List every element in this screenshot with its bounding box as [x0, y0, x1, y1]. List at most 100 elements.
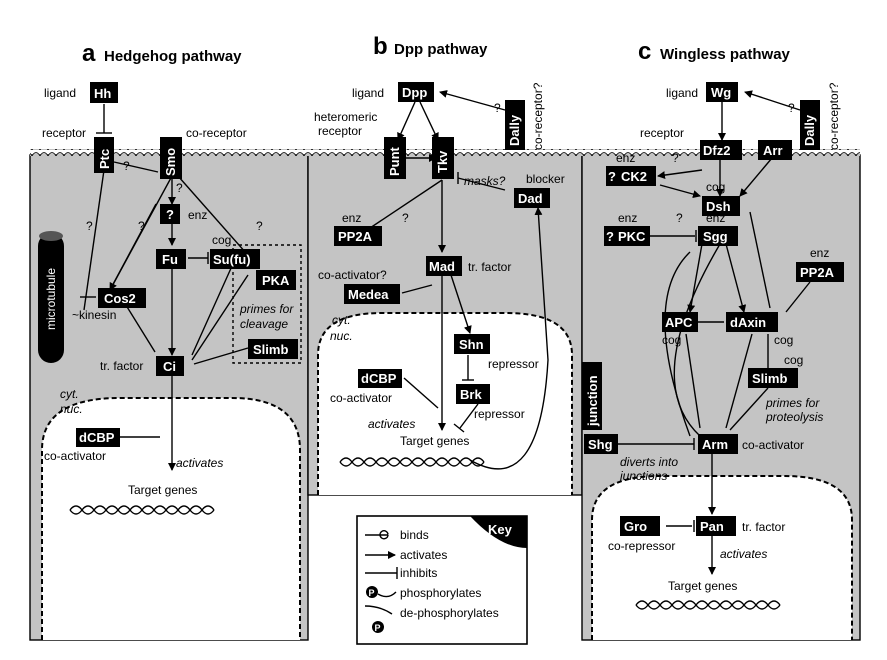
key-dephosphorylates: de-phosphorylates	[400, 606, 499, 620]
svg-text:Target genes: Target genes	[668, 579, 737, 593]
svg-text:Slimb: Slimb	[253, 342, 288, 357]
svg-text:?: ?	[138, 219, 145, 233]
node-sgg: Sgg	[698, 226, 738, 246]
svg-text:?: ?	[676, 211, 683, 225]
svg-text:?: ?	[123, 159, 130, 173]
svg-text:Target genes: Target genes	[128, 483, 197, 497]
svg-text:Brk: Brk	[460, 387, 482, 402]
svg-text:Dsh: Dsh	[706, 199, 731, 214]
svg-text:Medea: Medea	[348, 287, 389, 302]
svg-text:microtubule: microtubule	[44, 268, 58, 330]
svg-text:P: P	[369, 588, 375, 598]
svg-text:Wg: Wg	[711, 85, 731, 100]
key-binds: binds	[400, 528, 429, 542]
svg-text:enz: enz	[706, 211, 725, 225]
svg-text:?: ?	[256, 219, 263, 233]
svg-text:CK2: CK2	[621, 169, 647, 184]
svg-text:?: ?	[86, 219, 93, 233]
svg-text:?: ?	[788, 101, 795, 115]
node-slimb-a: Slimb	[248, 339, 298, 359]
node-punt: Punt	[384, 137, 406, 179]
svg-text:Su(fu): Su(fu)	[213, 252, 251, 267]
svg-text:receptor: receptor	[318, 124, 362, 138]
node-fu: Fu	[156, 249, 186, 269]
node-dfz2: Dfz2	[700, 140, 742, 160]
svg-text:cog: cog	[784, 353, 803, 367]
svg-text:primes for: primes for	[239, 302, 294, 316]
svg-text:enz: enz	[618, 211, 637, 225]
svg-text:cog: cog	[212, 233, 231, 247]
svg-text:nuc.: nuc.	[330, 329, 353, 343]
svg-text:dCBP: dCBP	[361, 371, 397, 386]
svg-text:Dally: Dally	[507, 114, 522, 146]
panel-a: Hh Ptc Smo ? Fu Su(fu) Cos2 PKA Slimb Ci…	[38, 82, 302, 515]
svg-text:ligand: ligand	[352, 86, 384, 100]
node-smo: Smo	[160, 137, 182, 179]
panel-b-title: Dpp pathway	[394, 41, 488, 58]
svg-text:Slimb: Slimb	[752, 371, 787, 386]
svg-text:activates: activates	[368, 417, 415, 431]
svg-text:dCBP: dCBP	[79, 430, 115, 445]
svg-text:?: ?	[402, 211, 409, 225]
svg-text:nuc.: nuc.	[60, 402, 83, 416]
svg-text:activates: activates	[176, 456, 223, 470]
panel-b: Dpp Punt Tkv Dally Dad PP2A Mad Medea Sh…	[314, 82, 565, 470]
svg-text:co-repressor: co-repressor	[608, 539, 675, 553]
node-arm: Arm	[698, 434, 738, 454]
key-phosphorylates: phosphorylates	[400, 586, 481, 600]
node-ptc: Ptc	[94, 137, 114, 173]
node-mad: Mad	[426, 256, 462, 276]
svg-text:Target genes: Target genes	[400, 434, 469, 448]
svg-text:cyt.: cyt.	[332, 313, 351, 327]
svg-text:Dally: Dally	[802, 114, 817, 146]
svg-text:Smo: Smo	[163, 148, 178, 176]
node-brk: Brk	[456, 384, 490, 404]
svg-text:diverts into: diverts into	[620, 455, 678, 469]
panel-b-letter: b	[373, 33, 388, 60]
svg-text:co-receptor?: co-receptor?	[827, 82, 841, 150]
svg-text:enz: enz	[616, 151, 635, 165]
svg-text:PP2A: PP2A	[338, 229, 373, 244]
svg-text:co-receptor: co-receptor	[186, 126, 247, 140]
panel-a-title: Hedgehog pathway	[104, 48, 242, 65]
svg-text:activates: activates	[720, 547, 767, 561]
svg-text:cyt.: cyt.	[60, 387, 79, 401]
svg-text:co-activator: co-activator	[330, 391, 392, 405]
svg-text:repressor: repressor	[488, 357, 539, 371]
svg-text:?: ?	[494, 101, 501, 115]
svg-text:Hh: Hh	[94, 86, 111, 101]
node-pan: Pan	[696, 516, 736, 536]
node-pp2a-b: PP2A	[334, 226, 382, 246]
key-activates: activates	[400, 548, 447, 562]
svg-text:receptor: receptor	[640, 126, 684, 140]
svg-text:primes for: primes for	[765, 396, 820, 410]
node-cos2: Cos2	[98, 288, 146, 308]
node-medea: Medea	[344, 284, 400, 304]
node-sufu: Su(fu)	[210, 249, 260, 269]
svg-text:?: ?	[166, 207, 174, 222]
node-dcbp-b: dCBP	[358, 369, 402, 388]
svg-text:cog: cog	[662, 333, 681, 347]
svg-text:masks?: masks?	[464, 174, 506, 188]
svg-text:tr. factor: tr. factor	[468, 260, 511, 274]
node-hh: Hh	[90, 82, 118, 103]
svg-text:Gro: Gro	[624, 519, 647, 534]
svg-text:heteromeric: heteromeric	[314, 110, 377, 124]
node-junction: junction	[582, 362, 602, 430]
panel-c-letter: c	[638, 38, 651, 65]
svg-text:cog: cog	[706, 180, 725, 194]
svg-text:Ptc: Ptc	[97, 149, 112, 169]
svg-text:Dpp: Dpp	[402, 85, 427, 100]
panel-c-title: Wingless pathway	[660, 46, 791, 63]
node-pp2a-c: PP2A	[796, 262, 844, 282]
svg-text:Dfz2: Dfz2	[703, 143, 730, 158]
svg-text:Arr: Arr	[763, 143, 783, 158]
node-pka: PKA	[256, 270, 296, 290]
svg-text:Sgg: Sgg	[703, 229, 728, 244]
microtubule-icon: microtubule	[38, 231, 64, 363]
svg-text:co-activator?: co-activator?	[318, 268, 387, 282]
nucleus-b	[317, 312, 573, 495]
svg-text:ligand: ligand	[666, 86, 698, 100]
svg-text:enz: enz	[188, 208, 207, 222]
svg-text:blocker: blocker	[526, 172, 565, 186]
